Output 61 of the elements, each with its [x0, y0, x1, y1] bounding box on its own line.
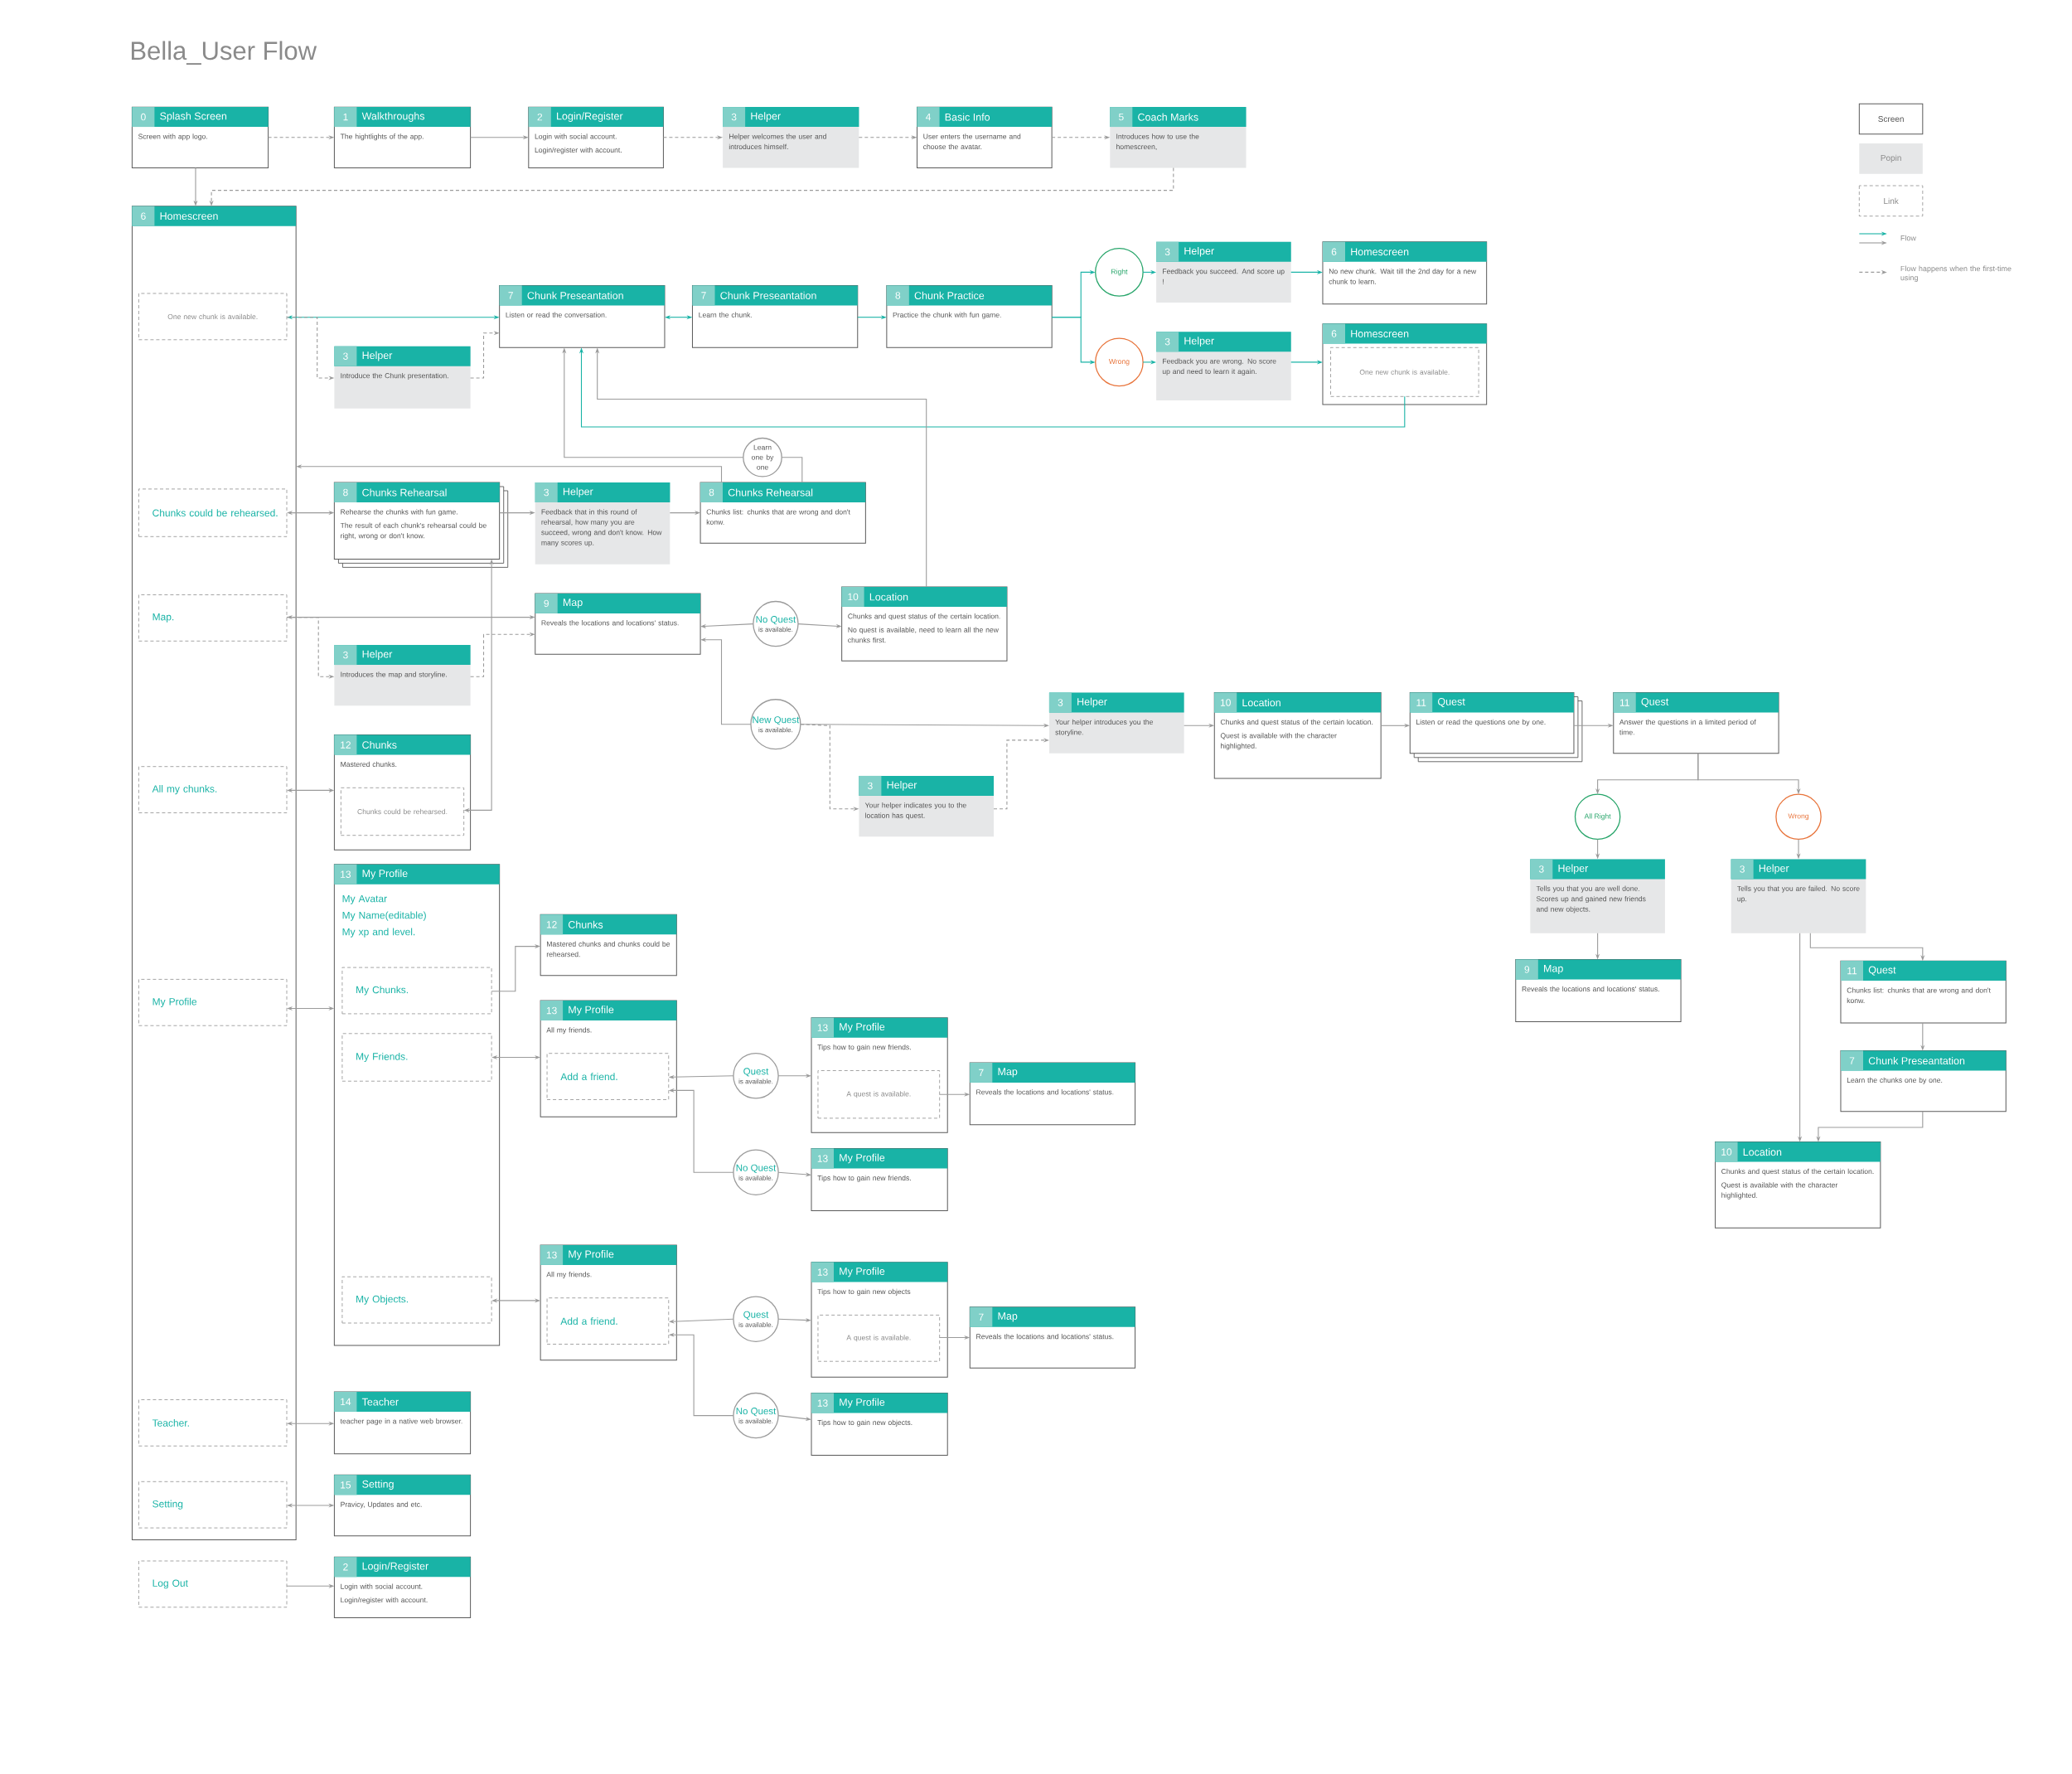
legend-item: Popin [1859, 143, 1923, 174]
link-box: My Friends. [341, 1033, 492, 1082]
arrow [781, 457, 803, 483]
link-box: My Chunks. [341, 967, 492, 1015]
screen-card: 10 Location Chunks and quest status of the certain location. Quest is available with the character highlighted. [1715, 1141, 1881, 1229]
link-box: My Profile [138, 978, 288, 1026]
popup-card: 3 Helper Feedback that in this round of rehearsal, how many you are succeed, wrong and don't know. How many scores up. [535, 482, 670, 565]
screen-card: 7 Chunk Preseantation Learn the chunk. [691, 284, 859, 348]
screen-card: 7 Map Reveals the locations and locations' status. [969, 1062, 1136, 1126]
legend-item: Screen [1858, 103, 1924, 135]
link-box: Chunks could be rehearsed. [340, 787, 465, 836]
link-box: Teacher. [138, 1399, 288, 1447]
screen-card: 11 Quest Chunks list: chunks that are wrong and don't konw. [1840, 960, 2007, 1024]
screen-card: 8 Chunk Practice Practice the chunk with fun game. [886, 284, 1053, 348]
link-box: My Objects. [341, 1276, 492, 1324]
screen-card: 11 Quest Answer the questions in a limited period of time. [1613, 691, 1779, 754]
popup-card: 3 Helper Tells you that you are failed. No score up. [1731, 859, 1866, 933]
screen-card: 1 Walkthroughs The hightlights of the app. [333, 106, 472, 168]
link-box: Add a friend. [546, 1053, 670, 1100]
screen-card: 0 Splash Screen Screen with app logo. [131, 106, 269, 168]
link-box: Setting [138, 1481, 288, 1529]
diagram-title: Bella_User Flow [131, 41, 317, 65]
link-box: One new chunk is available. [138, 293, 288, 341]
screen-card: 9 Map Reveals the locations and locations' status. [1515, 959, 1682, 1022]
screen-card: 9 Map Reveals the locations and locations' status. [535, 593, 701, 655]
screen-card: 10 Location Chunks and quest status of the certain location. Quest is available with the character highlighted. [1213, 692, 1382, 779]
link-box: A quest is available. [817, 1070, 941, 1119]
screen-card: 13 My Profile Tips how to gain new objects. [811, 1393, 948, 1456]
link-box: A quest is available. [817, 1314, 941, 1362]
popup-card: 3 Helper Your helper indicates you to the location has quest. [859, 775, 994, 837]
screen-card: 8 Chunks Rehearsal Chunks list: chunks that are wrong and don't konw. [700, 482, 866, 544]
screen-card: 7 Chunk Preseantation Learn the chunks one by one. [1840, 1050, 2007, 1112]
screen-card: 4 Basic Info User enters the username and choose the avatar. [917, 106, 1053, 168]
legend-item: Link [1858, 185, 1924, 217]
popup-card: 3 Helper Feedback you are wrong. No score up and need to learn it again. [1156, 332, 1291, 401]
popup-card: 3 Helper Introduces the map and storyline. [334, 645, 471, 706]
screen-card: 10 Location Chunks and quest status of the certain location. No quest is available, need to learn all the new chunks first. [841, 586, 1008, 662]
popup-card: 3 Helper Feedback you succeed. And score up ! [1156, 241, 1291, 303]
link-box: One new chunk is available. [1330, 347, 1479, 397]
screen-card: 14 Teacher teacher page in a native web browser. [333, 1391, 472, 1455]
screen-card: 6 Homescreen No new chunk. Wait till the 2nd day for a new chunk to learn. [1322, 241, 1488, 305]
link-box: Log Out [138, 1560, 288, 1608]
link-box: Map. [138, 594, 288, 642]
screen-card: 2 Login/Register Login with social account. Login/register with account. [333, 1556, 472, 1619]
link-box: Chunks could be rehearsed. [138, 488, 288, 537]
link-box: All my chunks. [138, 766, 288, 813]
popup-card: 3 Helper Helper welcomes the user and introduces himself. [723, 107, 859, 168]
stacked-screen-card: 8 Chunks Rehearsal Rehearse the chunks with fun game. The result of each chunk's rehearsal could be right, wrong or don't know. [333, 482, 509, 568]
screen-card: 7 Map Reveals the locations and locations' status. [969, 1306, 1136, 1369]
popup-card: 3 Helper Tells you that you are well done. Scores up and gained new friends and new objects. [1530, 859, 1665, 933]
stacked-screen-card: 11 Quest Listen or read the questions one by one. [1409, 691, 1583, 763]
screen-card: 15 Setting Pravicy, Updates and etc. [333, 1474, 472, 1537]
screen-card: 12 Chunks Mastered chunks and chunks could be rehearsed. [540, 914, 677, 977]
screen-card: 7 Chunk Preseantation Listen or read the conversation. [499, 284, 666, 348]
screen-card: 2 Login/Register Login with social account. Login/register with account. [528, 106, 664, 168]
popup-card: 3 Helper Your helper introduces you the storyline. [1048, 692, 1184, 754]
legend-item: Flow happens when the first-time using [1858, 265, 2011, 282]
screen-card: 13 My Profile Tips how to gain new friends. [811, 1148, 948, 1211]
popup-card: 3 Helper Introduce the Chunk presentation. [334, 346, 471, 409]
popup-card: 5 Coach Marks Introduces how to use the homescreen, [1110, 107, 1247, 168]
link-box: Add a friend. [546, 1297, 670, 1345]
